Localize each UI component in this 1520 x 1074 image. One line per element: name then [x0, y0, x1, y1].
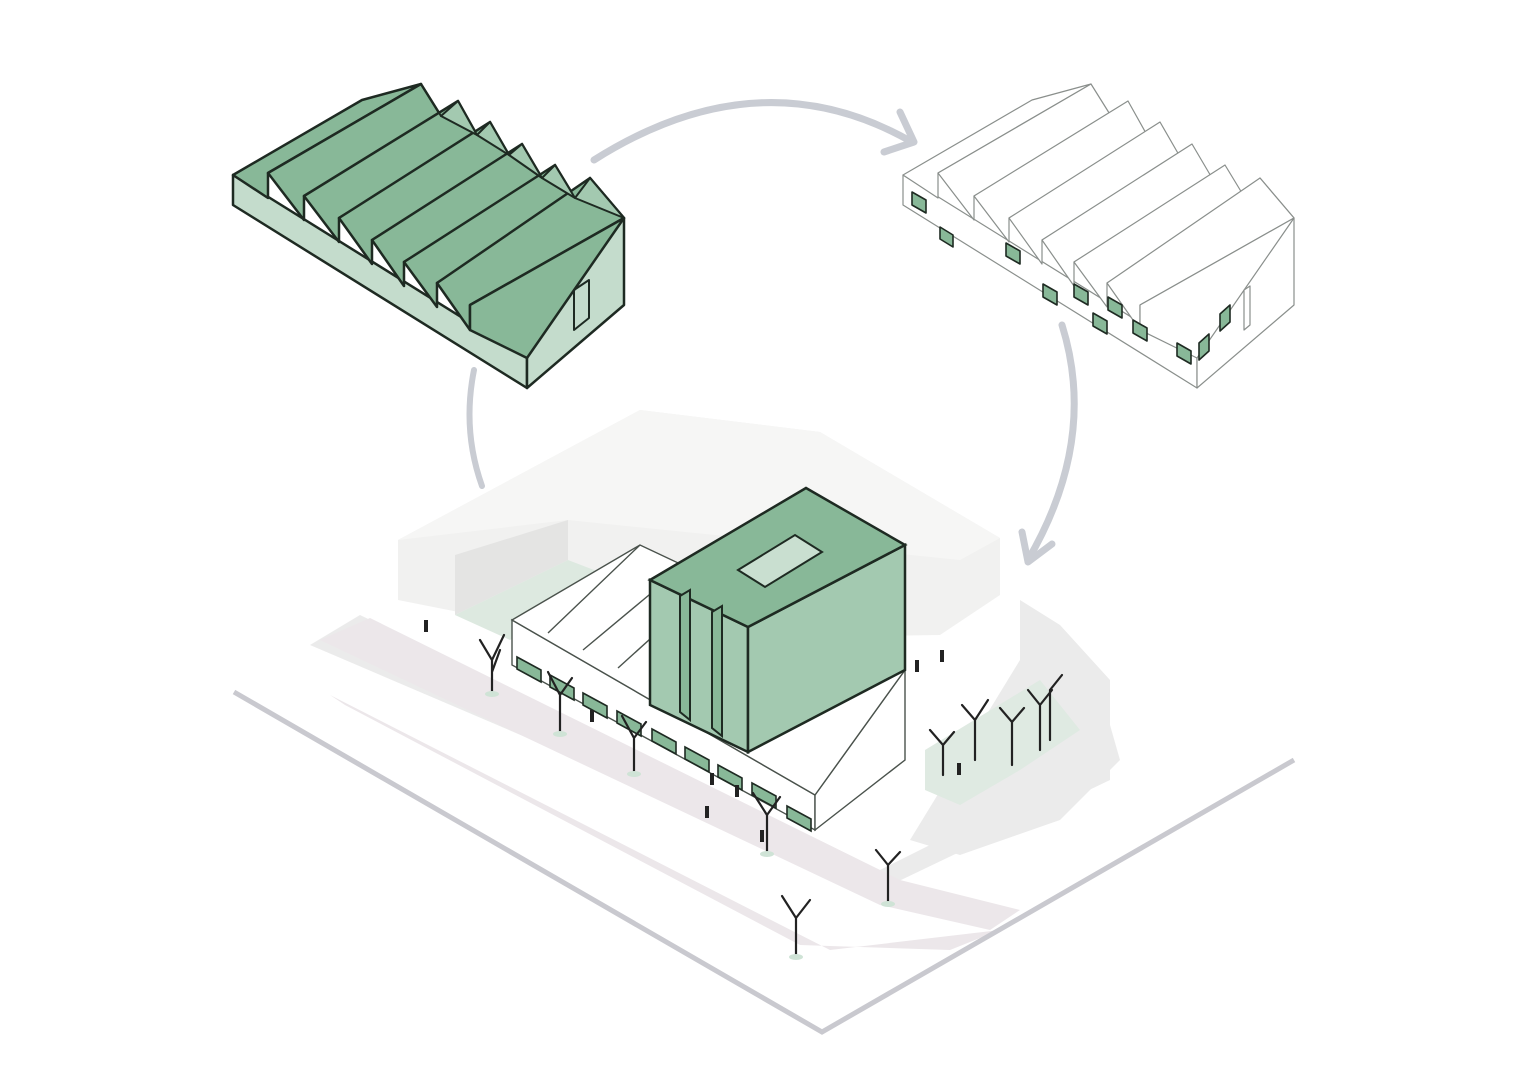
tree [1048, 673, 1064, 742]
shed-storefronts [516, 655, 812, 833]
tree [546, 670, 574, 734]
roof-tooth-8 [468, 216, 626, 360]
tree [478, 633, 506, 694]
tower-fins [679, 588, 723, 739]
site-boundary [232, 689, 1296, 1035]
window [1219, 304, 1231, 332]
arrow-2-to-3 [1024, 321, 1078, 564]
arrow-1-to-2 [590, 99, 916, 164]
warehouse-door [573, 279, 590, 331]
person [710, 773, 714, 785]
window [911, 191, 927, 214]
person [760, 830, 764, 842]
window [1132, 319, 1148, 342]
cycle-arrows [466, 99, 1078, 566]
tree [998, 706, 1026, 767]
tower-roof-opening [736, 533, 824, 589]
tree [620, 714, 648, 774]
green-lawn [925, 680, 1080, 805]
stage-transformed-site [232, 410, 1296, 1035]
tree [928, 728, 956, 777]
window [1005, 242, 1021, 265]
person [705, 806, 709, 818]
tree [874, 848, 902, 904]
tree-bases [485, 691, 895, 960]
tree [960, 698, 990, 762]
person [424, 620, 428, 632]
window [1073, 283, 1089, 306]
tree [751, 791, 782, 854]
context-ghost-wall [455, 520, 568, 615]
person [915, 660, 919, 672]
arrow-2-to-3-head [1018, 528, 1056, 566]
sidewalk-plate [310, 600, 1110, 890]
people [424, 620, 961, 842]
tooth-faces [420, 83, 625, 219]
new-openings [911, 191, 1231, 365]
person [957, 763, 961, 775]
window [1092, 312, 1108, 335]
window [1042, 283, 1058, 306]
courtyard [455, 560, 620, 640]
person [735, 785, 739, 797]
arrow-3-to-1 [466, 367, 485, 489]
stage-existing-warehouse [231, 82, 626, 390]
outline-door [1243, 285, 1251, 331]
window [1107, 296, 1123, 319]
window [1176, 342, 1192, 365]
window [939, 226, 954, 248]
tree [780, 894, 812, 957]
arrow-1-to-2-head [880, 108, 918, 156]
trees [478, 633, 1064, 957]
stage-perforated-warehouse [902, 83, 1295, 389]
window [1198, 333, 1210, 361]
person [590, 710, 594, 722]
person [940, 650, 944, 662]
